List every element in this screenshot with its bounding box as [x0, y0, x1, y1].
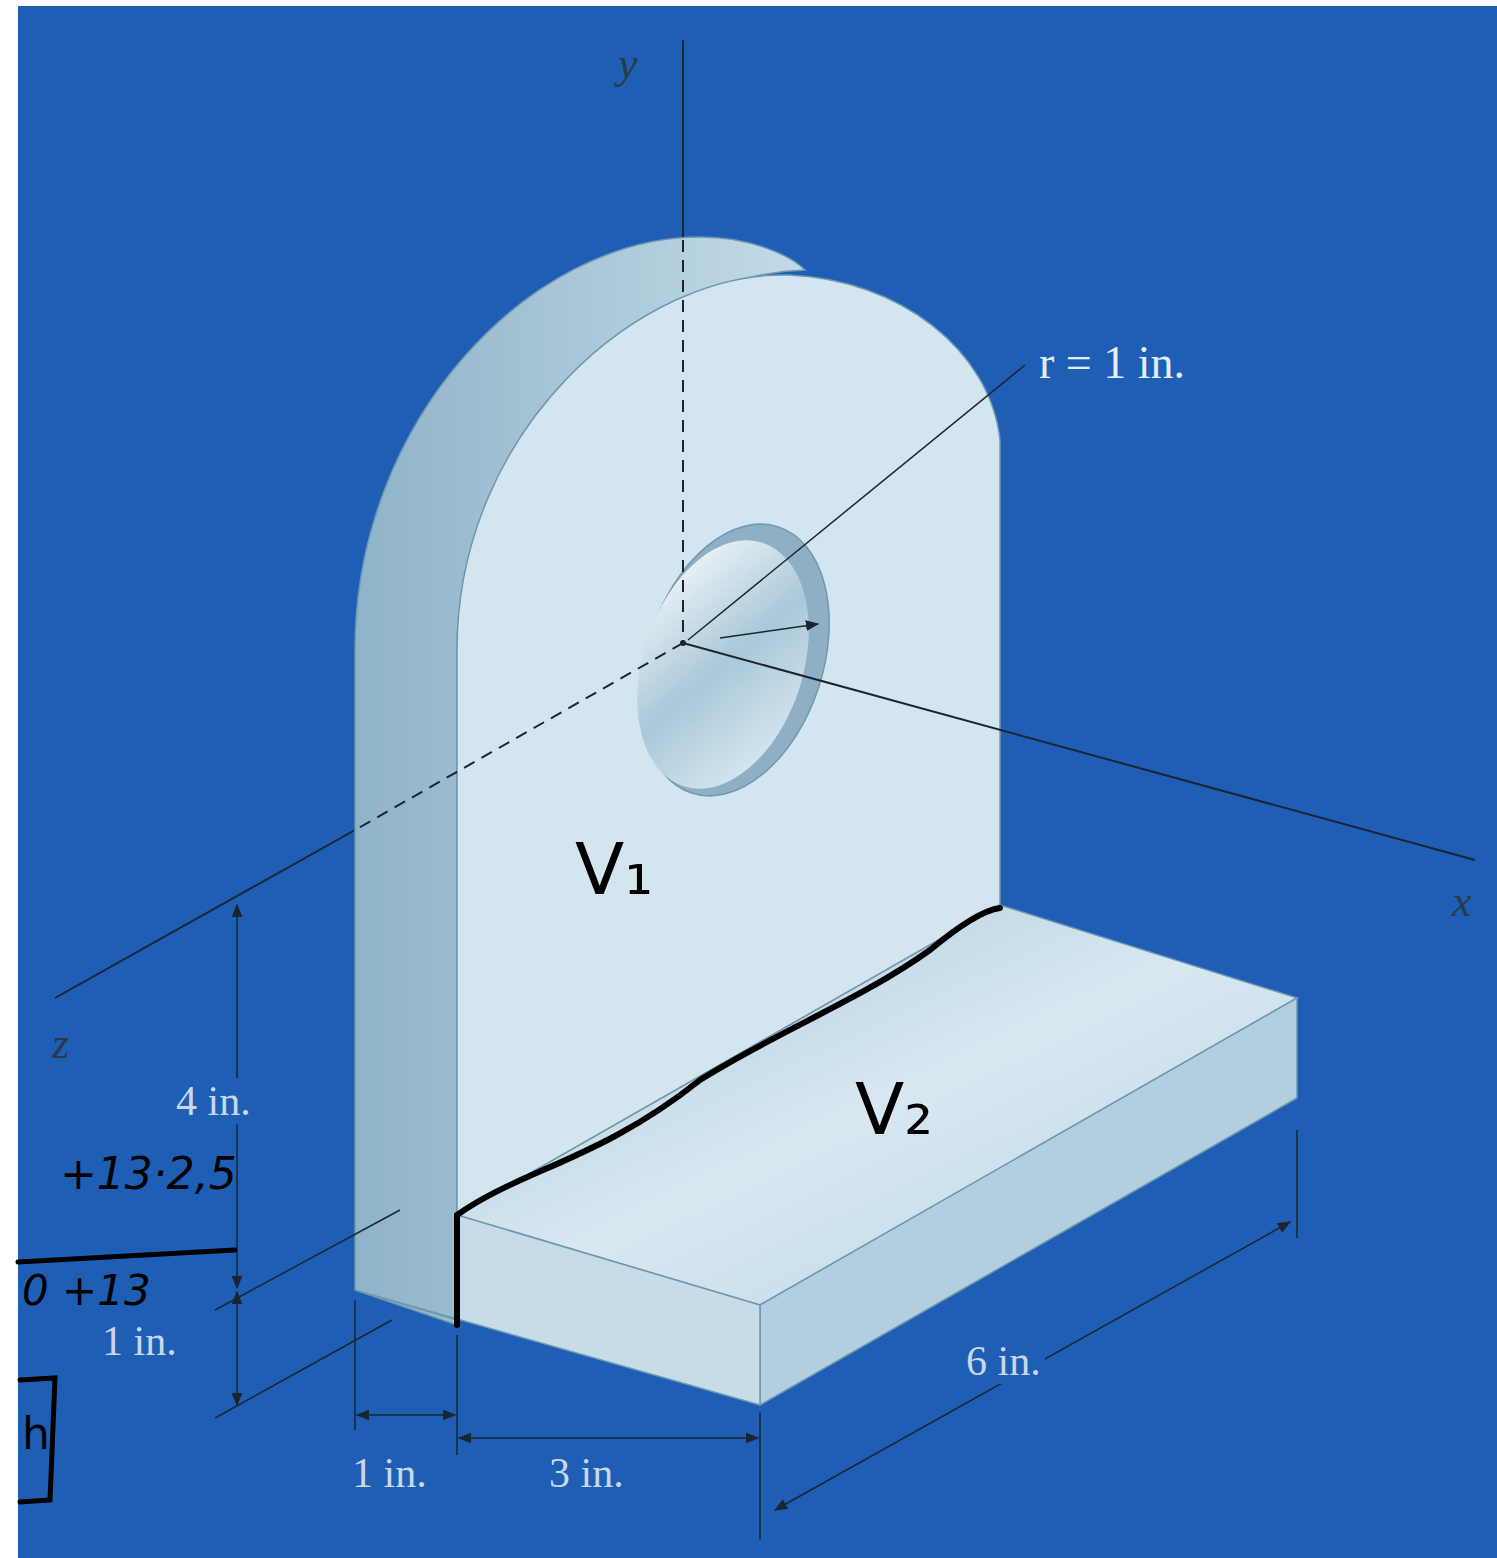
base-end-face — [355, 1215, 760, 1405]
hole — [606, 499, 862, 820]
y-axis-hidden — [682, 240, 684, 643]
dimension-label: 3 in. — [545, 1450, 628, 1496]
frame-strip — [0, 0, 1497, 6]
dimension-label: 4 in. — [172, 1078, 255, 1124]
handwritten-note: h — [22, 1410, 50, 1458]
dimension-label: 1 in. — [348, 1450, 431, 1496]
volume-label: V₁ — [575, 830, 653, 909]
frame-strip — [0, 0, 18, 1558]
origin-dot — [680, 640, 686, 646]
base-side-face — [760, 998, 1297, 1405]
volume-label: V₂ — [855, 1070, 933, 1149]
handwritten-marks — [18, 1250, 235, 1502]
handwritten-note: +13·2,5 — [60, 1150, 237, 1198]
z-axis-hidden — [355, 643, 683, 830]
z-axis — [55, 830, 355, 998]
radius-label: r = 1 in. — [1035, 338, 1189, 389]
handwritten-split-line — [457, 908, 1000, 1325]
dimension-lines — [215, 905, 1297, 1540]
handwritten-note: 0 +13 — [22, 1268, 151, 1314]
x-axis — [683, 643, 1475, 860]
y-axis — [682, 40, 684, 240]
dimension-label: 1 in. — [98, 1318, 181, 1364]
radius-arrow — [720, 624, 818, 638]
axis-label: y — [618, 40, 638, 88]
dimension-label: 6 in. — [962, 1338, 1045, 1384]
axis-label: x — [1452, 878, 1472, 926]
axis-label: z — [52, 1020, 69, 1068]
radius-leader — [688, 365, 1025, 640]
